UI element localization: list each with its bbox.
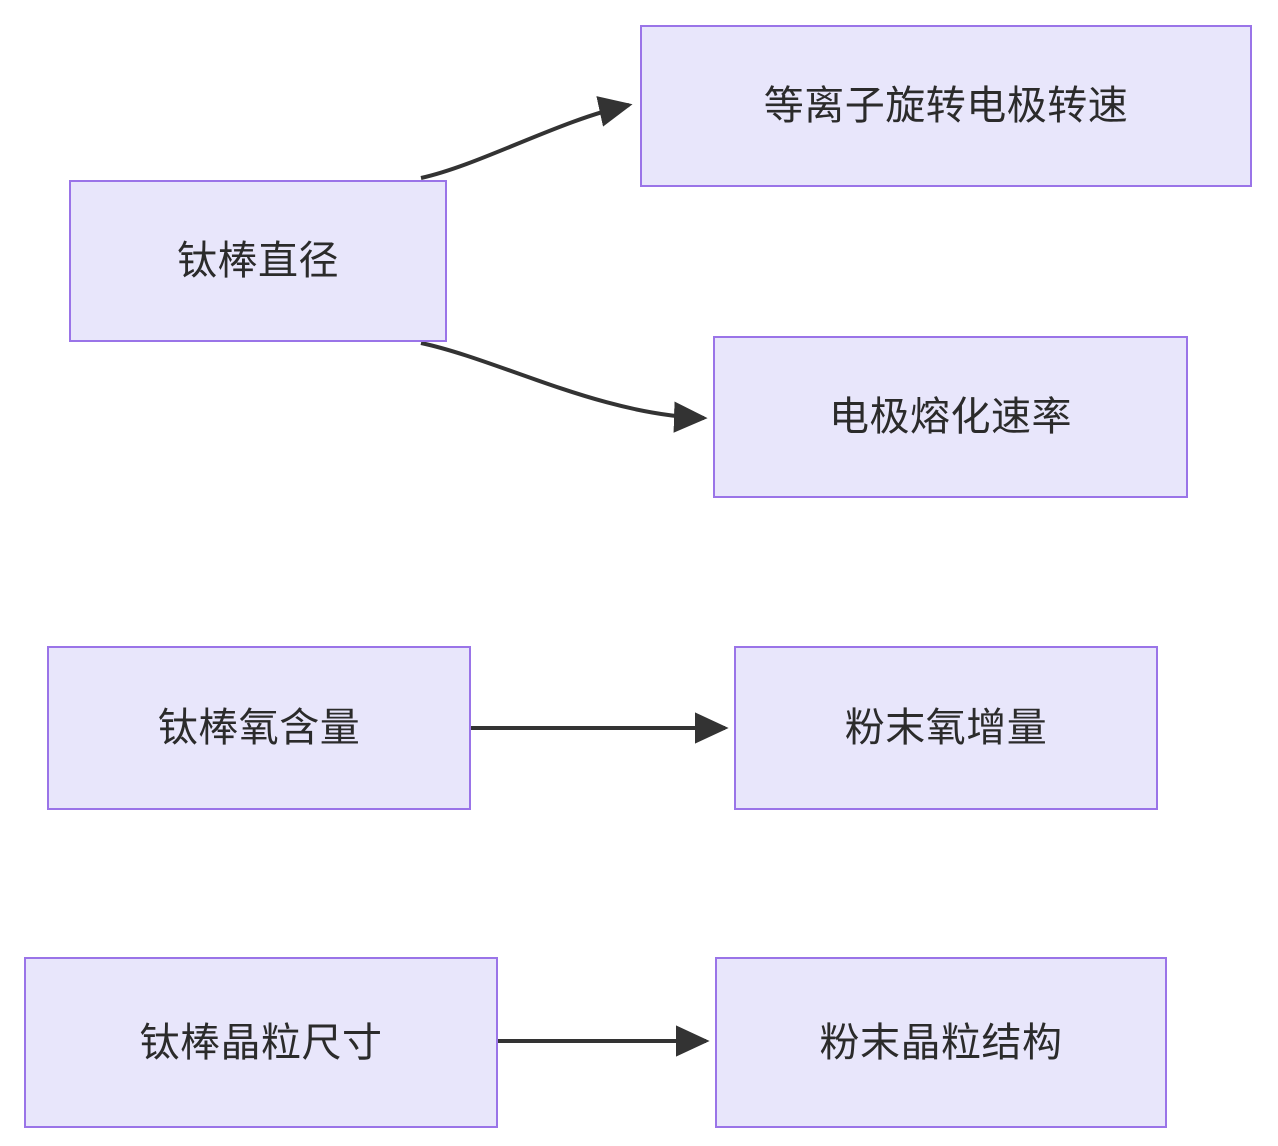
node-electrode-melting-rate[interactable]: 电极熔化速率 [713, 336, 1188, 498]
edge-titanium-diameter-to-melt-rate [420, 341, 708, 433]
node-label: 钛棒直径 [177, 239, 339, 283]
node-plasma-rotating-electrode-speed[interactable]: 等离子旋转电极转速 [640, 25, 1252, 187]
edge-titanium-diameter-to-electrode-speed [420, 96, 633, 180]
node-label: 粉末晶粒结构 [819, 1020, 1063, 1065]
node-label: 电极熔化速率 [829, 395, 1072, 439]
node-label: 钛棒氧含量 [157, 706, 361, 750]
node-titanium-bar-oxygen-content[interactable]: 钛棒氧含量 [47, 646, 471, 810]
node-label: 钛棒晶粒尺寸 [139, 1020, 383, 1065]
node-label: 粉末氧增量 [844, 706, 1048, 750]
node-powder-grain-structure[interactable]: 粉末晶粒结构 [715, 957, 1167, 1128]
node-powder-oxygen-increase[interactable]: 粉末氧增量 [734, 646, 1158, 810]
node-label: 等离子旋转电极转速 [763, 84, 1129, 128]
node-titanium-bar-grain-size[interactable]: 钛棒晶粒尺寸 [24, 957, 498, 1128]
node-titanium-bar-diameter[interactable]: 钛棒直径 [69, 180, 447, 342]
